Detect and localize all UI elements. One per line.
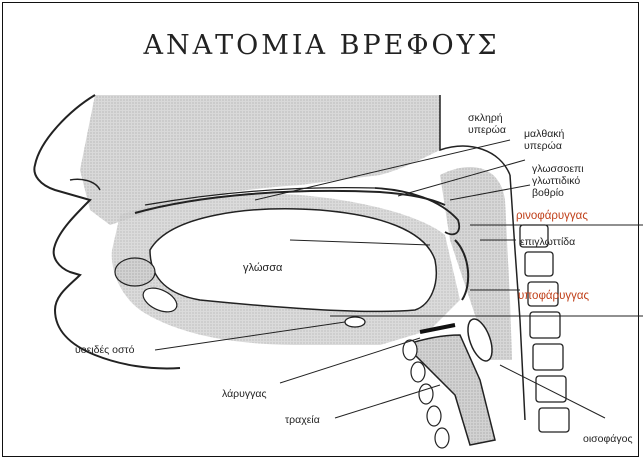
- vertebral-column: [520, 225, 569, 432]
- label-larynx: λάρυγγας: [222, 388, 267, 400]
- tongue-shape: [150, 209, 436, 312]
- hyoid-bone: [345, 317, 365, 327]
- label-epiglottis: επιγλωττίδα: [520, 236, 575, 248]
- label-vallecula: γλωσσοεπι γλωττιδικό βοθρίο: [532, 163, 584, 199]
- label-soft-palate: μαλθακή υπερώα: [524, 128, 564, 152]
- label-hard-palate-line2: υπερώα: [468, 124, 506, 136]
- upper-lip-blob: [115, 258, 155, 286]
- label-trachea: τραχεία: [285, 414, 320, 426]
- label-vallecula-line3: βοθρίο: [532, 187, 584, 199]
- label-hyoid-bone: υοειδές οστό: [75, 344, 134, 356]
- label-soft-palate-line1: μαλθακή: [524, 128, 564, 140]
- label-hard-palate-line1: σκληρή: [468, 112, 506, 124]
- label-soft-palate-line2: υπερώα: [524, 140, 564, 152]
- label-vallecula-line1: γλωσσοεπι: [532, 163, 584, 175]
- label-vallecula-line2: γλωττιδικό: [532, 175, 584, 187]
- label-nasopharynx: ρινοφάρυγγας: [516, 210, 588, 222]
- label-hard-palate: σκληρή υπερώα: [468, 112, 506, 136]
- page-title: ΑΝΑΤΟΜΙΑ ΒΡΕΦΟΥΣ: [0, 30, 643, 61]
- label-tongue: γλώσσα: [243, 262, 282, 274]
- label-esophagus: οισοφάγος: [583, 433, 633, 445]
- label-hypopharynx: υποφάρυγγας: [518, 290, 589, 302]
